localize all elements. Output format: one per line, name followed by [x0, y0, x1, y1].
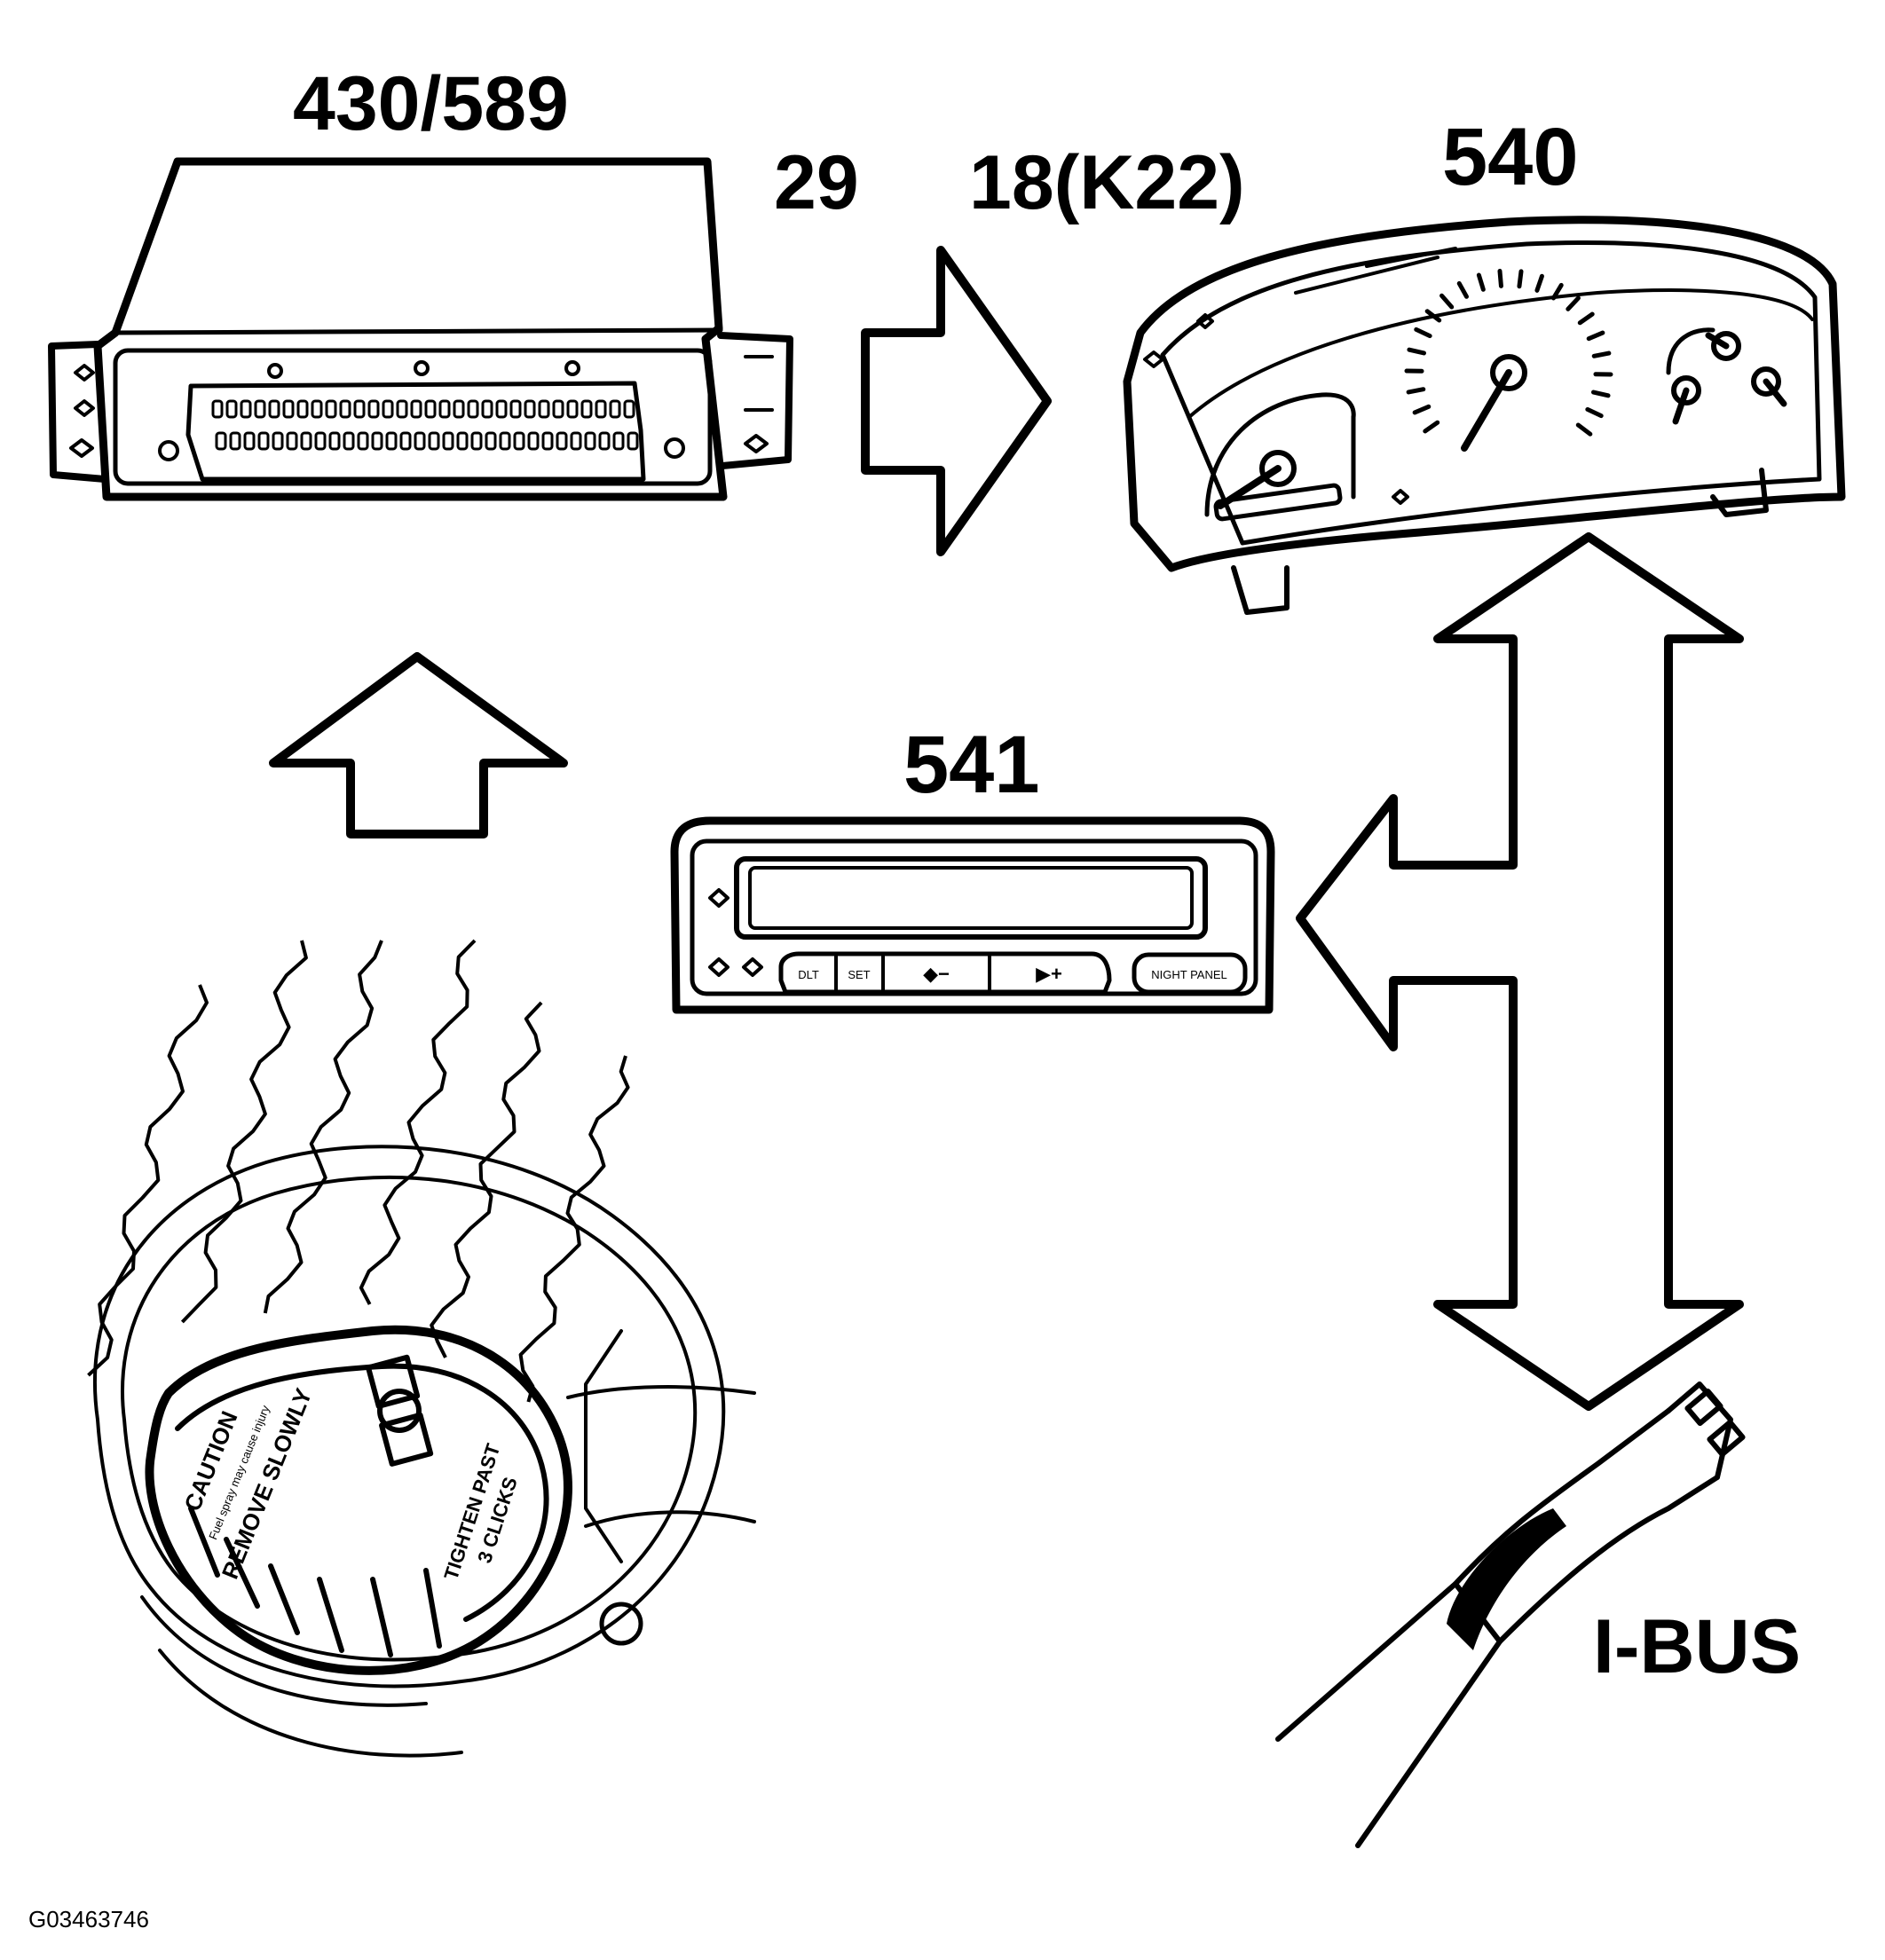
- fuel-cap-text-2: TIGHTEN PAST 3 CLICKS: [439, 1441, 521, 1583]
- fuel-cap-illustration: CAUTION Fuel spray may cause injury REMO…: [87, 939, 756, 1758]
- label-display: 541: [903, 720, 1040, 810]
- fuel-cap-text: CAUTION Fuel spray may cause injury REMO…: [178, 1384, 317, 1582]
- arrow-bus-double: [1296, 532, 1744, 1411]
- arrow-fuelcap-to-ecu: [269, 652, 568, 838]
- label-pin-out: 29: [774, 140, 859, 225]
- label-ecu: 430/589: [293, 61, 569, 146]
- instrument-cluster: [1123, 216, 1846, 615]
- night-panel-button: NIGHT PANEL: [1151, 968, 1226, 981]
- arrow-ecu-to-cluster: [861, 246, 1052, 556]
- label-ibus: I-BUS: [1593, 1604, 1801, 1689]
- info-display: DLT SET ◆− ▶+ NIGHT PANEL: [670, 816, 1275, 1014]
- set-button: SET: [848, 968, 870, 981]
- vapor-lines: [87, 939, 630, 1403]
- figure-code: G03463746: [28, 1906, 149, 1932]
- ecu-connector-pins: [211, 399, 639, 451]
- label-cluster: 540: [1442, 112, 1579, 202]
- speedometer-ticks: [1404, 268, 1613, 437]
- ecu-module: [48, 157, 793, 501]
- dlt-button: DLT: [798, 968, 819, 981]
- plus-button: ▶+: [1036, 963, 1062, 985]
- label-pin-in: 18(K22): [969, 140, 1245, 225]
- ibus-cable: [1275, 1381, 1746, 1848]
- minus-button: ◆−: [923, 963, 950, 985]
